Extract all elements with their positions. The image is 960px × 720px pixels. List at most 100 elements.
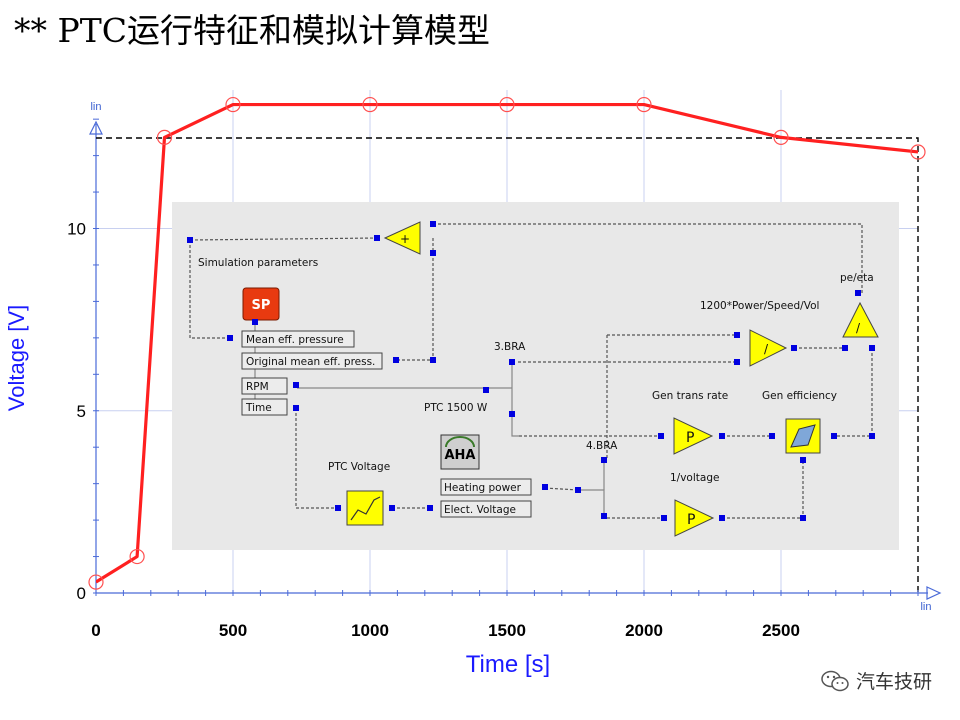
port-node — [601, 513, 607, 519]
port-node — [374, 235, 380, 241]
x-tick-label: 1500 — [488, 621, 526, 640]
port-node — [483, 387, 489, 393]
port-node — [427, 505, 433, 511]
label-ptc-1500w: PTC 1500 W — [424, 402, 488, 414]
series-line — [96, 102, 919, 584]
sp-block-label: SP — [252, 298, 271, 313]
label-orig-mean-eff-press: Original mean eff. press. — [246, 356, 375, 368]
label-mean-eff-pressure: Mean eff. pressure — [246, 334, 344, 346]
port-node — [800, 457, 806, 463]
port-node — [430, 357, 436, 363]
y-tick-label: 0 — [77, 584, 86, 603]
table-curve-icon — [350, 496, 381, 521]
map-surface-icon — [790, 424, 816, 448]
x-tick-label: 0 — [91, 621, 100, 640]
markers — [88, 96, 926, 590]
port-node — [575, 487, 581, 493]
x-tick-label: 2000 — [625, 621, 663, 640]
port-node — [187, 237, 193, 243]
port-node — [769, 433, 775, 439]
box-elect-voltage — [440, 500, 532, 518]
divide-block-1 — [749, 329, 788, 367]
port-node — [509, 359, 515, 365]
label-4-bra: 4.BRA — [586, 440, 618, 452]
x-axis-label: Time [s] — [466, 651, 550, 678]
port-node — [393, 357, 399, 363]
x-tick-label: 1000 — [351, 621, 389, 640]
box-rpm — [241, 377, 288, 395]
label-pe-eta: pe/eta — [840, 272, 874, 284]
port-node — [719, 433, 725, 439]
box-heating-power — [440, 478, 532, 496]
label-rpm: RPM — [246, 381, 269, 393]
data-point — [636, 96, 652, 113]
box-time — [241, 398, 288, 416]
box-orig-mean-eff-press — [241, 352, 383, 370]
port-node — [509, 411, 515, 417]
data-point — [773, 129, 789, 145]
product-block-1 — [673, 417, 714, 455]
port-node — [252, 319, 258, 325]
port-node — [869, 433, 875, 439]
port-node — [831, 433, 837, 439]
y-tick-label: 10 — [67, 220, 86, 239]
aha-arc-icon — [445, 436, 475, 448]
port-node — [855, 290, 861, 296]
port-node — [661, 515, 667, 521]
data-point — [225, 96, 241, 113]
series — [96, 102, 919, 584]
port-node — [389, 505, 395, 511]
port-node — [734, 359, 740, 365]
aha-block-label: AHA — [444, 448, 475, 463]
port-node — [800, 515, 806, 521]
ptc-voltage-table-block — [346, 490, 384, 526]
data-point — [362, 96, 378, 113]
aha-block — [440, 434, 480, 470]
label-heating-power: Heating power — [444, 482, 522, 494]
divide-block-2 — [842, 301, 879, 338]
block-diagram: Simulation parameters SP Mean eff. press… — [172, 202, 899, 550]
port-node — [601, 457, 607, 463]
port-node — [791, 345, 797, 351]
label-gen-trans-rate: Gen trans rate — [652, 390, 728, 402]
adder-block — [383, 221, 421, 255]
adder-symbol: + — [400, 232, 410, 246]
label-gen-efficiency: Gen efficiency — [762, 390, 837, 402]
label-simulation-parameters: Simulation parameters — [198, 257, 318, 269]
y-scale-label: lin — [90, 101, 101, 113]
port-node — [842, 345, 848, 351]
port-node — [542, 484, 548, 490]
box-mean-eff-pressure — [241, 330, 355, 348]
plot-frame — [96, 137, 919, 593]
axes — [89, 118, 942, 600]
port-node — [227, 335, 233, 341]
data-point — [910, 144, 926, 160]
product-symbol-1: P — [686, 430, 694, 446]
label-power-speed-vol: 1200*Power/Speed/Vol — [700, 300, 819, 312]
ports — [187, 221, 875, 521]
x-tick-label: 2500 — [762, 621, 800, 640]
y-tick-label: 5 — [77, 402, 86, 421]
port-node — [430, 250, 436, 256]
data-point — [156, 129, 173, 145]
data-point — [88, 574, 104, 590]
data-point — [499, 96, 515, 113]
divide-symbol-1: / — [764, 342, 769, 356]
port-node — [293, 382, 299, 388]
watermark-text: 汽车技研 — [855, 671, 932, 693]
port-node — [430, 221, 436, 227]
product-symbol-2: P — [687, 512, 695, 528]
port-node — [869, 345, 875, 351]
label-elect-voltage: Elect. Voltage — [444, 504, 516, 516]
product-block-2 — [674, 499, 715, 537]
label-ptc-voltage: PTC Voltage — [328, 461, 390, 473]
wechat-icon — [821, 670, 849, 691]
label-one-over-voltage: 1/voltage — [670, 472, 719, 484]
divide-symbol-2: / — [856, 321, 861, 335]
diagram-background — [172, 202, 899, 550]
port-node — [719, 515, 725, 521]
sp-block — [242, 287, 280, 321]
y-axis-arrow — [89, 120, 103, 135]
